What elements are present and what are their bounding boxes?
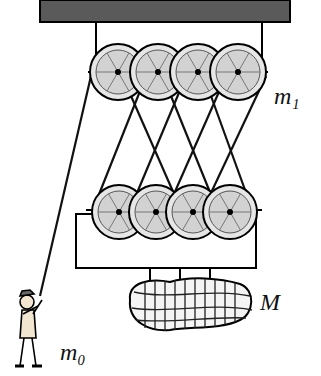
- pulley-spoke: [136, 72, 158, 73]
- pulley-spoke: [220, 212, 231, 230]
- pulley-spoke: [187, 53, 198, 72]
- drawing-part: [40, 0, 290, 22]
- pulley-spoke: [109, 194, 120, 212]
- pulley-spoke: [107, 72, 118, 91]
- drawing-part: [145, 279, 235, 331]
- pulley-spoke: [172, 212, 193, 213]
- pulley-spoke: [238, 72, 249, 91]
- pulley-spoke: [209, 212, 230, 213]
- lower-pulleys: [92, 185, 257, 239]
- pulley-spoke: [183, 212, 194, 230]
- pulley-spoke: [198, 53, 209, 72]
- drawing-part: [132, 279, 252, 331]
- pulley-spoke: [146, 194, 157, 212]
- pulley-axle: [235, 69, 241, 75]
- drawing-part: [32, 338, 36, 366]
- pulley-spoke: [183, 194, 194, 212]
- ropes: [40, 76, 266, 296]
- pulley-spoke: [119, 212, 130, 230]
- drawing-part: [20, 295, 34, 309]
- pulley-spoke: [193, 212, 204, 230]
- pulley-axle: [227, 209, 233, 215]
- pulley-spoke: [230, 194, 241, 212]
- pulley-spoke: [147, 72, 158, 91]
- drawing-part: [23, 306, 38, 314]
- pulley-spoke: [109, 212, 120, 230]
- pulley-spoke: [158, 53, 169, 72]
- drawing-part: [40, 76, 91, 296]
- pulley-spoke: [98, 212, 119, 213]
- pulley-spoke: [238, 53, 249, 72]
- pulley-axle: [190, 209, 196, 215]
- pulley-spoke: [227, 53, 238, 72]
- pulley-wheel: [210, 44, 266, 100]
- pulley-spoke: [118, 72, 129, 91]
- pulley-spoke: [146, 212, 157, 230]
- pulley-spoke: [176, 72, 198, 73]
- pulley-spoke: [147, 53, 158, 72]
- pulley-axle: [155, 69, 161, 75]
- pulley-spoke: [119, 194, 130, 212]
- drawing-part: [15, 365, 42, 368]
- pulley-axle: [115, 69, 121, 75]
- pulley-axle: [153, 209, 159, 215]
- pulley-spoke: [156, 194, 167, 212]
- pulley-spoke: [193, 194, 204, 212]
- ceiling-beam: [40, 0, 290, 22]
- man-figure: [15, 290, 42, 366]
- pulley-disc: [216, 50, 260, 94]
- pulley-spoke: [96, 72, 118, 73]
- pulley-disc: [209, 191, 251, 233]
- upper-pulleys: [90, 44, 266, 100]
- pulley-wheel: [203, 185, 257, 239]
- drawing-part: [20, 338, 24, 366]
- drawing-part: [20, 290, 34, 296]
- mass-label: m₀: [60, 340, 86, 364]
- pulley-spoke: [158, 72, 169, 91]
- pulley-spoke: [220, 194, 231, 212]
- pulley-spoke: [107, 53, 118, 72]
- pulley-axle: [116, 209, 122, 215]
- pulley-spoke: [118, 53, 129, 72]
- pulley-spoke: [238, 72, 260, 73]
- mass-label: M: [260, 290, 280, 314]
- drawing-part: [132, 292, 252, 321]
- pulley-spoke: [135, 212, 156, 213]
- pulley-spoke: [230, 212, 241, 230]
- drawing-part: [130, 278, 251, 330]
- pulley-spoke: [216, 72, 238, 73]
- pulley-spoke: [227, 72, 238, 91]
- pulley-spoke: [156, 212, 167, 230]
- mass-label: m₁: [274, 84, 300, 108]
- pulley-spoke: [230, 212, 251, 213]
- pulley-axle: [195, 69, 201, 75]
- pulley-spoke: [198, 72, 209, 91]
- pulley-rim: [203, 185, 257, 239]
- pulley-spoke: [187, 72, 198, 91]
- load-bundle: [130, 268, 252, 331]
- pulley-rim: [210, 44, 266, 100]
